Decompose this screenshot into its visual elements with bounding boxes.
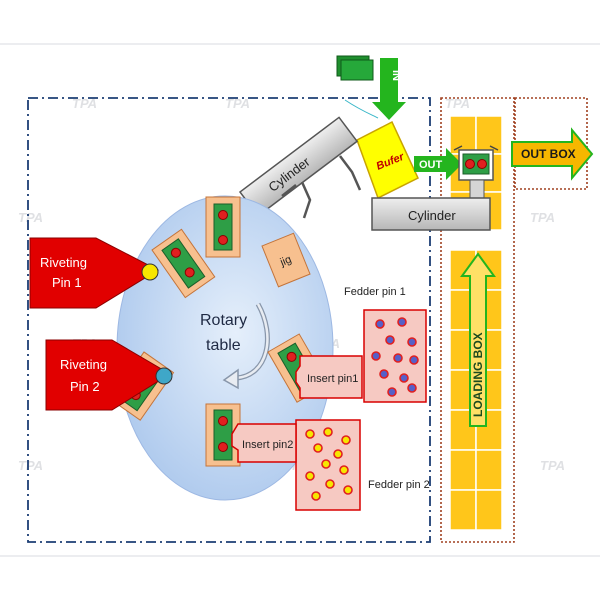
out-box-arrow: OUT BOX — [511, 127, 594, 181]
fedder-pin-1-box — [363, 309, 427, 403]
loading-box-arrow: LOADING BOX — [460, 252, 496, 427]
jig-label: jig — [278, 254, 294, 270]
bufer-unit: Bufer — [356, 120, 419, 200]
cylinder-horizontal: Cylinder — [371, 197, 491, 231]
watermark: TPA — [18, 458, 43, 473]
machine-frame — [27, 97, 431, 543]
fedder-pin-1-label: Fedder pin 1 — [344, 286, 406, 298]
rotary-label: Rotary — [200, 312, 247, 329]
jig-station-top — [205, 196, 241, 258]
watermark: TPA — [540, 458, 565, 473]
riveting-pin-1-label-line1: Riveting — [40, 255, 87, 270]
out-box-label: OUT BOX — [521, 147, 576, 161]
in-label: IN — [390, 70, 402, 81]
riveting-pin-2: Riveting Pin 2 — [45, 339, 173, 411]
input-feed: IN — [336, 55, 406, 120]
rotation-arrow-icon — [222, 302, 270, 390]
table-label: table — [206, 337, 241, 354]
riveting-pin-1: Riveting Pin 1 — [29, 237, 160, 309]
insert-pin-1-arrow: Insert pin1 — [295, 355, 363, 399]
riveting-pin-2-label-line1: Riveting — [60, 357, 107, 372]
watermark: TPA — [72, 96, 97, 111]
watermark: TPA — [530, 210, 555, 225]
transfer-path — [344, 99, 379, 119]
out-arrow: OUT — [414, 148, 462, 180]
loading-box-label: LOADING BOX — [471, 332, 485, 417]
fedder-pin-2-label: Fedder pin 2 — [368, 479, 430, 491]
out-label: OUT — [419, 159, 443, 171]
cylinder-horizontal-label: Cylinder — [408, 208, 456, 223]
riveting-pin-1-label-line2: Pin 1 — [52, 275, 82, 290]
riveting-pin-2-label-line2: Pin 2 — [70, 379, 100, 394]
watermark: TPA — [225, 96, 250, 111]
gripper-unit — [453, 145, 499, 199]
watermark: TPA — [445, 96, 470, 111]
insert-pin-2-label: Insert pin2 — [242, 439, 293, 451]
insert-pin-2-arrow: Insert pin2 — [231, 423, 297, 463]
fedder-pin-2-box — [295, 419, 361, 511]
jig-empty: jig — [261, 232, 311, 288]
loading-area-frame — [440, 97, 515, 543]
insert-pin-1-label: Insert pin1 — [307, 373, 358, 385]
watermark: TPA — [18, 210, 43, 225]
jig-station-left-top — [151, 228, 216, 299]
